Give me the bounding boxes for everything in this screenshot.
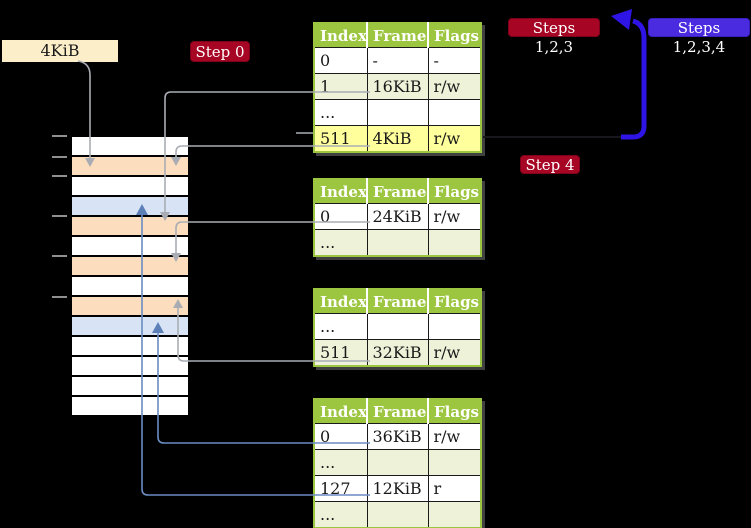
col-header-flags: Flags (428, 289, 481, 314)
address-tick (52, 296, 67, 298)
cell-index: ... (314, 229, 368, 256)
badge-steps-1234: Steps 1,2,3,4 (648, 18, 750, 56)
cell-index: 0 (314, 47, 368, 74)
recursion-loop-arrow (621, 18, 647, 140)
table-header-row: Index Frame Flags (314, 23, 481, 48)
arrowhead-upleft-icon (611, 9, 632, 30)
table-row: 0 - - (314, 47, 481, 74)
cell-index: ... (314, 313, 368, 340)
cell-flags (428, 501, 481, 528)
table-row: 1 16KiB r/w (314, 73, 481, 100)
cell-flags: r/w (428, 423, 481, 450)
address-tick (52, 156, 67, 158)
cell-frame: 16KiB (367, 73, 429, 100)
col-header-index: Index (314, 179, 368, 204)
table-header-row: Index Frame Flags (314, 179, 481, 204)
cell-index: 1 (314, 73, 368, 100)
badge-step4: Step 4 (520, 155, 580, 174)
memory-frame-row-24KiB (72, 257, 188, 277)
memory-frame-row (72, 377, 188, 397)
page-table-top: Index Frame Flags 0 - - 1 16KiB r/w ... … (313, 22, 482, 153)
col-header-index: Index (314, 23, 368, 48)
cell-flags: r (428, 475, 481, 502)
memory-frame-row-16KiB (72, 217, 188, 237)
memory-frame-row (72, 397, 188, 415)
page-table-bottom: Index Frame Flags 0 36KiB r/w ... 127 12… (313, 398, 482, 528)
memory-frame-row-12KiB (72, 197, 188, 217)
col-header-frame: Frame (367, 289, 429, 314)
memory-frame-row-32KiB (72, 297, 188, 317)
cell-frame (367, 99, 429, 126)
page-table-second: Index Frame Flags 0 24KiB r/w ... (313, 178, 482, 257)
memory-frame-row-4KiB (72, 157, 188, 177)
cell-flags (428, 449, 481, 476)
cell-frame (367, 449, 429, 476)
cell-flags: r/w (428, 73, 481, 100)
cell-index: ... (314, 99, 368, 126)
table-row: ... (314, 99, 481, 126)
memory-frame-row (72, 277, 188, 297)
page-table-third: Index Frame Flags ... 511 32KiB r/w (313, 288, 482, 367)
memory-frame-row (72, 177, 188, 197)
col-header-frame: Frame (367, 23, 429, 48)
cell-flags: r/w (428, 339, 481, 366)
cell-frame (367, 313, 429, 340)
table-row: ... (314, 229, 481, 256)
col-header-index: Index (314, 399, 368, 424)
cell-index: ... (314, 501, 368, 528)
table-row: 0 36KiB r/w (314, 423, 481, 450)
memory-frame-row (72, 337, 188, 357)
cell-frame: - (367, 47, 429, 74)
cell-flags (428, 313, 481, 340)
table-row: 0 24KiB r/w (314, 203, 481, 230)
table-row: 127 12KiB r (314, 475, 481, 502)
col-header-index: Index (314, 289, 368, 314)
address-tick (52, 135, 67, 137)
cell-frame: 32KiB (367, 339, 429, 366)
cell-flags (428, 99, 481, 126)
table-row: ... (314, 449, 481, 476)
address-tick (52, 175, 67, 177)
table-header-row: Index Frame Flags (314, 399, 481, 424)
badge-steps-123: Steps 1,2,3 (508, 18, 600, 56)
cell-flags: - (428, 47, 481, 74)
address-tick (52, 255, 67, 257)
address-tick (52, 215, 67, 217)
memory-frame-row (72, 357, 188, 377)
cell-frame: 36KiB (367, 423, 429, 450)
memory-frame-row (72, 237, 188, 257)
cell-frame (367, 501, 429, 528)
cell-index: 511 (314, 125, 368, 152)
col-header-flags: Flags (428, 179, 481, 204)
cell-index: ... (314, 449, 368, 476)
memory-frame-row (72, 137, 188, 157)
col-header-flags: Flags (428, 399, 481, 424)
table-row: ... (314, 501, 481, 528)
cell-frame (367, 229, 429, 256)
badge-step0: Step 0 (190, 41, 250, 62)
memory-frame-row-36KiB (72, 317, 188, 337)
cell-frame: 24KiB (367, 203, 429, 230)
cell-flags (428, 229, 481, 256)
cell-frame: 12KiB (367, 475, 429, 502)
col-header-frame: Frame (367, 179, 429, 204)
cell-frame: 4KiB (367, 125, 429, 152)
cell-index: 0 (314, 423, 368, 450)
table-row: 511 32KiB r/w (314, 339, 481, 366)
table-header-row: Index Frame Flags (314, 289, 481, 314)
table-row-recursive-highlight: 511 4KiB r/w (314, 125, 481, 152)
cell-index: 0 (314, 203, 368, 230)
table-row: ... (314, 313, 481, 340)
cell-index: 127 (314, 475, 368, 502)
frame-size-label: 4KiB (2, 40, 118, 62)
cell-index: 511 (314, 339, 368, 366)
cell-flags: r/w (428, 203, 481, 230)
cell-flags: r/w (428, 125, 481, 152)
physical-memory-column (70, 135, 190, 417)
col-header-frame: Frame (367, 399, 429, 424)
col-header-flags: Flags (428, 23, 481, 48)
